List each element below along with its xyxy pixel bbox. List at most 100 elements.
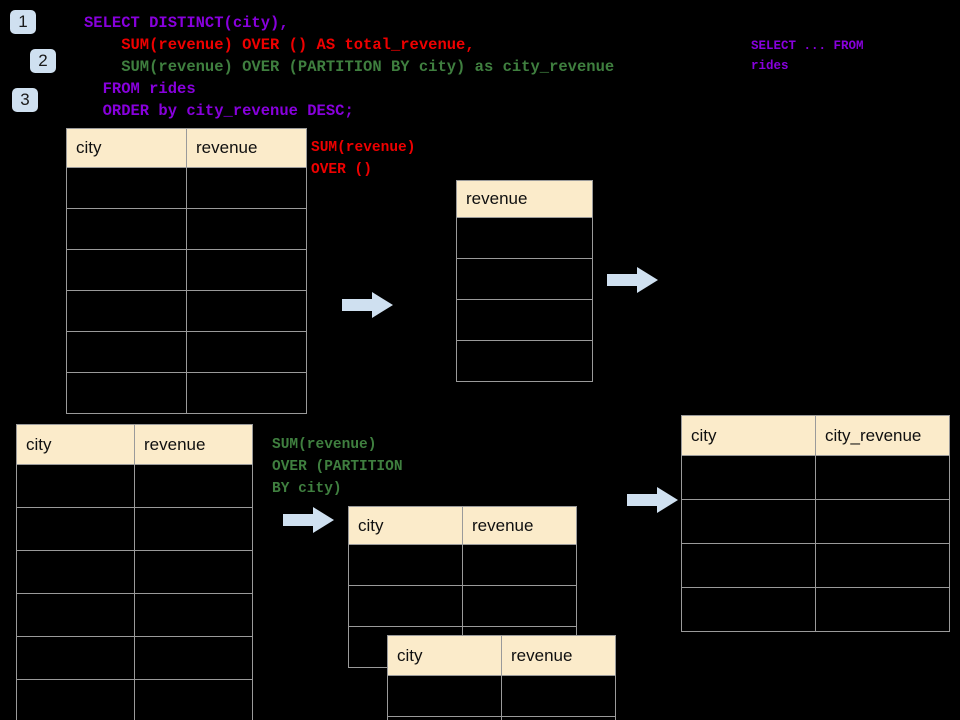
cell	[16, 464, 135, 508]
cell	[456, 217, 593, 259]
cell	[348, 544, 463, 586]
table-rides-source-bottom: city revenue	[16, 424, 253, 720]
arrow-right-icon-top-right	[607, 267, 658, 293]
annotation-total-revenue-line1: SUM(revenue)	[311, 140, 416, 156]
cell	[66, 167, 187, 209]
cell	[501, 716, 616, 720]
table-header-row: city revenue	[387, 635, 616, 676]
arrow-right-icon-bottom-right	[627, 487, 678, 513]
column-header-revenue: revenue	[456, 180, 593, 218]
cell	[681, 543, 816, 588]
cell	[186, 372, 307, 414]
table-row	[16, 464, 253, 508]
cell	[815, 587, 950, 632]
column-header-city: city	[16, 424, 135, 465]
table-row	[681, 587, 950, 632]
cell	[815, 499, 950, 544]
step-badge-1: 1	[10, 10, 36, 34]
cell	[387, 675, 502, 717]
sql-line-from: FROM rides	[84, 80, 196, 98]
table-row	[66, 167, 307, 209]
cell	[16, 507, 135, 551]
table-row	[16, 550, 253, 594]
cell	[66, 372, 187, 414]
cell	[134, 636, 253, 680]
cell	[681, 499, 816, 544]
arrow-right-icon-top-left	[342, 292, 393, 318]
table-header-row: city revenue	[348, 506, 577, 545]
cell	[134, 593, 253, 637]
annotation-city-revenue-line3: BY city)	[272, 481, 342, 497]
cell	[66, 290, 187, 332]
table-row	[456, 299, 593, 341]
cell	[186, 249, 307, 291]
cell	[456, 340, 593, 382]
cell	[16, 636, 135, 680]
cell	[66, 331, 187, 373]
table-header-row: city revenue	[16, 424, 253, 465]
cell	[681, 587, 816, 632]
table-header-row: city revenue	[66, 128, 307, 168]
table-row	[456, 217, 593, 259]
table-row	[456, 258, 593, 300]
table-partition-b: city revenue	[387, 635, 616, 720]
table-row	[348, 544, 577, 586]
column-header-city-revenue: city_revenue	[815, 415, 950, 456]
column-header-revenue: revenue	[186, 128, 307, 168]
cell	[456, 299, 593, 341]
column-header-city: city	[387, 635, 502, 676]
table-row	[387, 716, 616, 720]
cell	[134, 464, 253, 508]
side-label-rides: rides	[751, 59, 789, 73]
table-row	[66, 372, 307, 414]
table-header-row: revenue	[456, 180, 593, 218]
cell	[815, 543, 950, 588]
column-header-city: city	[348, 506, 463, 545]
cell	[16, 679, 135, 720]
arrow-right-icon-bottom-left	[283, 507, 334, 533]
table-row	[348, 585, 577, 627]
cell	[462, 544, 577, 586]
cell	[681, 455, 816, 500]
table-rides-source-top: city revenue	[66, 128, 307, 414]
cell	[16, 593, 135, 637]
annotation-city-revenue-line1: SUM(revenue)	[272, 437, 377, 453]
sql-line-select: SELECT DISTINCT(city),	[84, 14, 289, 32]
table-row	[456, 340, 593, 382]
cell	[186, 167, 307, 209]
table-result: city city_revenue	[681, 415, 950, 632]
table-header-row: city city_revenue	[681, 415, 950, 456]
annotation-total-revenue-line2: OVER ()	[311, 162, 372, 178]
table-total-revenue: revenue	[456, 180, 593, 382]
cell	[456, 258, 593, 300]
column-header-city: city	[681, 415, 816, 456]
column-header-revenue: revenue	[134, 424, 253, 465]
table-row	[66, 249, 307, 291]
cell	[186, 331, 307, 373]
table-row	[16, 507, 253, 551]
cell	[134, 507, 253, 551]
table-row	[681, 455, 950, 500]
table-row	[66, 331, 307, 373]
cell	[462, 585, 577, 627]
table-row	[16, 593, 253, 637]
cell	[186, 208, 307, 250]
step-badge-2: 2	[30, 49, 56, 73]
table-row	[681, 499, 950, 544]
table-row	[66, 290, 307, 332]
cell	[134, 550, 253, 594]
column-header-city: city	[66, 128, 187, 168]
cell	[66, 208, 187, 250]
column-header-revenue: revenue	[501, 635, 616, 676]
sql-line-total-revenue: SUM(revenue) OVER () AS total_revenue,	[84, 36, 475, 54]
cell	[501, 675, 616, 717]
cell	[348, 585, 463, 627]
table-row	[387, 675, 616, 717]
cell	[387, 716, 502, 720]
table-row	[66, 208, 307, 250]
table-row	[16, 636, 253, 680]
cell	[134, 679, 253, 720]
step-badge-3: 3	[12, 88, 38, 112]
cell	[815, 455, 950, 500]
